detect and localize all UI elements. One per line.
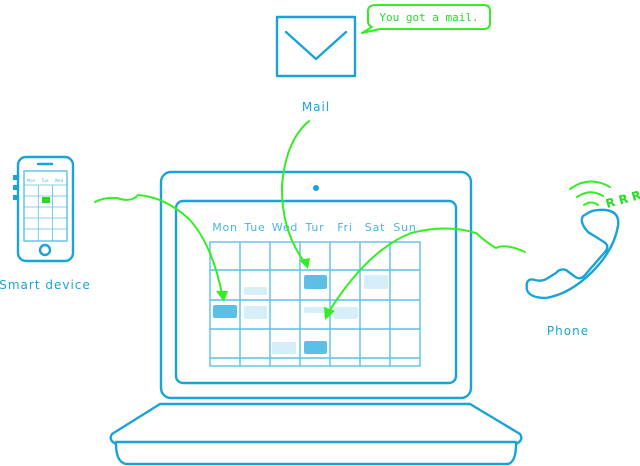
calendar-day-tue: Tue <box>243 221 265 234</box>
calendar-day-sun: Sun <box>393 221 416 234</box>
notification-speech-bubble: You got a mail. <box>361 4 491 34</box>
calendar-day-fri: Fri <box>337 221 353 234</box>
mail-envelope-icon <box>275 15 357 78</box>
phone-handset-icon <box>525 208 620 300</box>
calendar-day-mon: Mon <box>212 221 238 234</box>
calendar-event <box>364 275 388 289</box>
phone-label: Phone <box>547 324 589 338</box>
smart-device-label: Smart device <box>0 278 91 292</box>
calendar-day-tur: Tur <box>305 221 325 234</box>
mini-day-2: Wed <box>55 178 64 183</box>
calendar-grid <box>209 241 421 367</box>
calendar-event <box>244 306 267 319</box>
sync-arrow-from-phone <box>324 227 526 320</box>
calendar-event <box>272 342 296 354</box>
sync-arrow-from-mail <box>280 120 310 269</box>
calendar-event <box>334 307 358 319</box>
ringing-waves-icon <box>569 180 611 206</box>
smartphone-icon: Mon Tue Wed <box>13 155 75 263</box>
calendar-event <box>304 307 328 313</box>
mini-day-1: Tue <box>41 178 49 183</box>
calendar-day-sat: Sat <box>365 221 385 234</box>
calendar-event <box>244 287 267 295</box>
mini-day-0: Mon <box>27 178 36 183</box>
bubble-text: You got a mail. <box>379 11 478 24</box>
calendar-event <box>213 305 237 318</box>
ringing-text: R R R <box>604 188 640 211</box>
mail-label: Mail <box>302 100 330 114</box>
laptop-icon <box>109 170 523 466</box>
calendar-day-wed: Wed <box>272 221 298 234</box>
calendar-event <box>304 275 327 289</box>
sync-arrow-from-smart-device <box>94 194 228 302</box>
calendar-event <box>304 341 327 354</box>
